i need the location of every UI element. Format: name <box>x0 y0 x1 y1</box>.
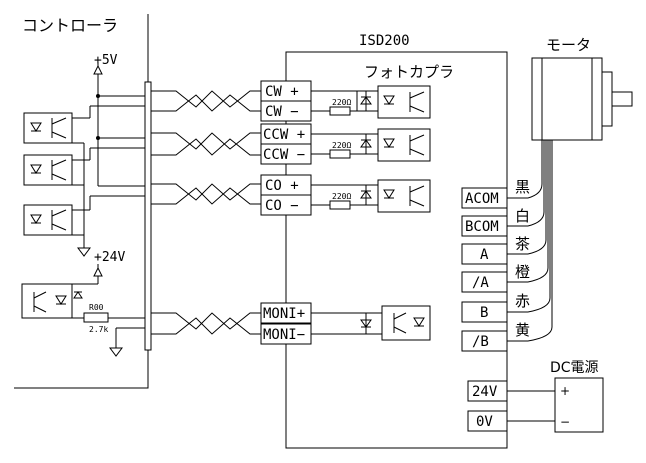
driver-coupler-1 <box>360 85 431 119</box>
wire-color-red: 赤 <box>515 292 530 310</box>
wire-color-white: 白 <box>515 207 530 225</box>
plus5v-label: +5V <box>94 53 118 68</box>
svg-text:/B: /B <box>472 334 489 350</box>
driver-resistor-1 <box>329 106 351 116</box>
svg-text:CO +: CO + <box>265 178 299 194</box>
stepper-motor <box>531 57 633 141</box>
svg-text:A: A <box>480 247 489 263</box>
svg-text:CW −: CW − <box>265 104 299 120</box>
terminal-b: B <box>461 301 508 323</box>
controller-resistor <box>83 312 109 323</box>
motor-wires <box>507 140 553 342</box>
ground-symbol-2 <box>109 347 123 357</box>
svg-text:MONI−: MONI− <box>263 327 305 343</box>
controller-label: コントローラ <box>22 16 118 35</box>
terminal-moni-minus: MONI− <box>260 323 312 345</box>
controller-monitor-coupler <box>21 283 83 319</box>
terminal-cw-minus: CW − <box>260 100 312 122</box>
resistor-name: R00 <box>89 303 104 312</box>
svg-text:220Ω: 220Ω <box>332 98 351 107</box>
svg-text:BCOM: BCOM <box>465 219 499 235</box>
svg-text:CW +: CW + <box>265 84 299 100</box>
driver-coupler-3 <box>360 179 431 213</box>
cable-bundle <box>144 81 152 351</box>
svg-text:ACOM: ACOM <box>465 191 499 207</box>
terminal-co-minus: CO − <box>260 194 312 216</box>
controller-coupler-3 <box>23 204 73 236</box>
terminal-24v: 24V <box>467 380 508 402</box>
controller-coupler-2 <box>23 154 73 186</box>
terminal-moni-plus: MONI+ <box>260 302 312 324</box>
controller-coupler-1 <box>23 112 73 144</box>
svg-text:220Ω: 220Ω <box>332 141 351 150</box>
motor-label: モータ <box>546 36 591 54</box>
driver-resistor-2 <box>329 149 351 159</box>
svg-text:24V: 24V <box>472 384 498 400</box>
plus24v-arrow <box>93 266 103 277</box>
svg-text:/A: /A <box>472 275 489 291</box>
svg-text:0V: 0V <box>476 414 493 430</box>
svg-text:220Ω: 220Ω <box>332 192 351 201</box>
svg-text:MONI+: MONI+ <box>263 306 305 322</box>
power-label: DC電源 <box>550 360 599 376</box>
terminal-ccw-plus: CCW + <box>260 123 312 145</box>
terminal-ccw-minus: CCW − <box>260 143 312 165</box>
power-plus: + <box>560 384 570 398</box>
terminal-b-bar: /B <box>461 330 508 352</box>
terminal-a-bar: /A <box>461 271 508 293</box>
photocoupler-label: フォトカプラ <box>364 63 454 81</box>
plus24v-label: +24V <box>94 250 125 265</box>
driver-resistor-3 <box>329 200 351 210</box>
power-minus: − <box>560 415 570 429</box>
controller-outline <box>14 14 149 389</box>
svg-text:B: B <box>480 305 488 321</box>
wire-color-yellow: 黄 <box>515 321 530 339</box>
terminal-acom: ACOM <box>461 187 508 209</box>
terminal-cw-plus: CW + <box>260 80 312 102</box>
terminal-a: A <box>461 243 508 265</box>
ground-symbol-1 <box>77 247 91 257</box>
wire-color-brown: 茶 <box>515 235 530 253</box>
terminal-co-plus: CO + <box>260 174 312 196</box>
svg-text:CCW +: CCW + <box>263 127 305 143</box>
driver-coupler-2 <box>360 128 431 162</box>
svg-text:CO −: CO − <box>265 198 299 214</box>
svg-text:CCW −: CCW − <box>263 147 305 163</box>
terminal-0v: 0V <box>467 410 508 432</box>
dc-power-supply <box>554 377 604 433</box>
twisted-pairs <box>151 90 261 335</box>
wire-color-orange: 橙 <box>515 263 530 281</box>
driver-monitor-coupler <box>360 305 431 341</box>
wire-color-black: 黒 <box>515 178 530 196</box>
terminal-bcom: BCOM <box>461 215 508 237</box>
resistor-value: 2.7k <box>89 325 108 334</box>
driver-label: ISD200 <box>359 33 410 49</box>
